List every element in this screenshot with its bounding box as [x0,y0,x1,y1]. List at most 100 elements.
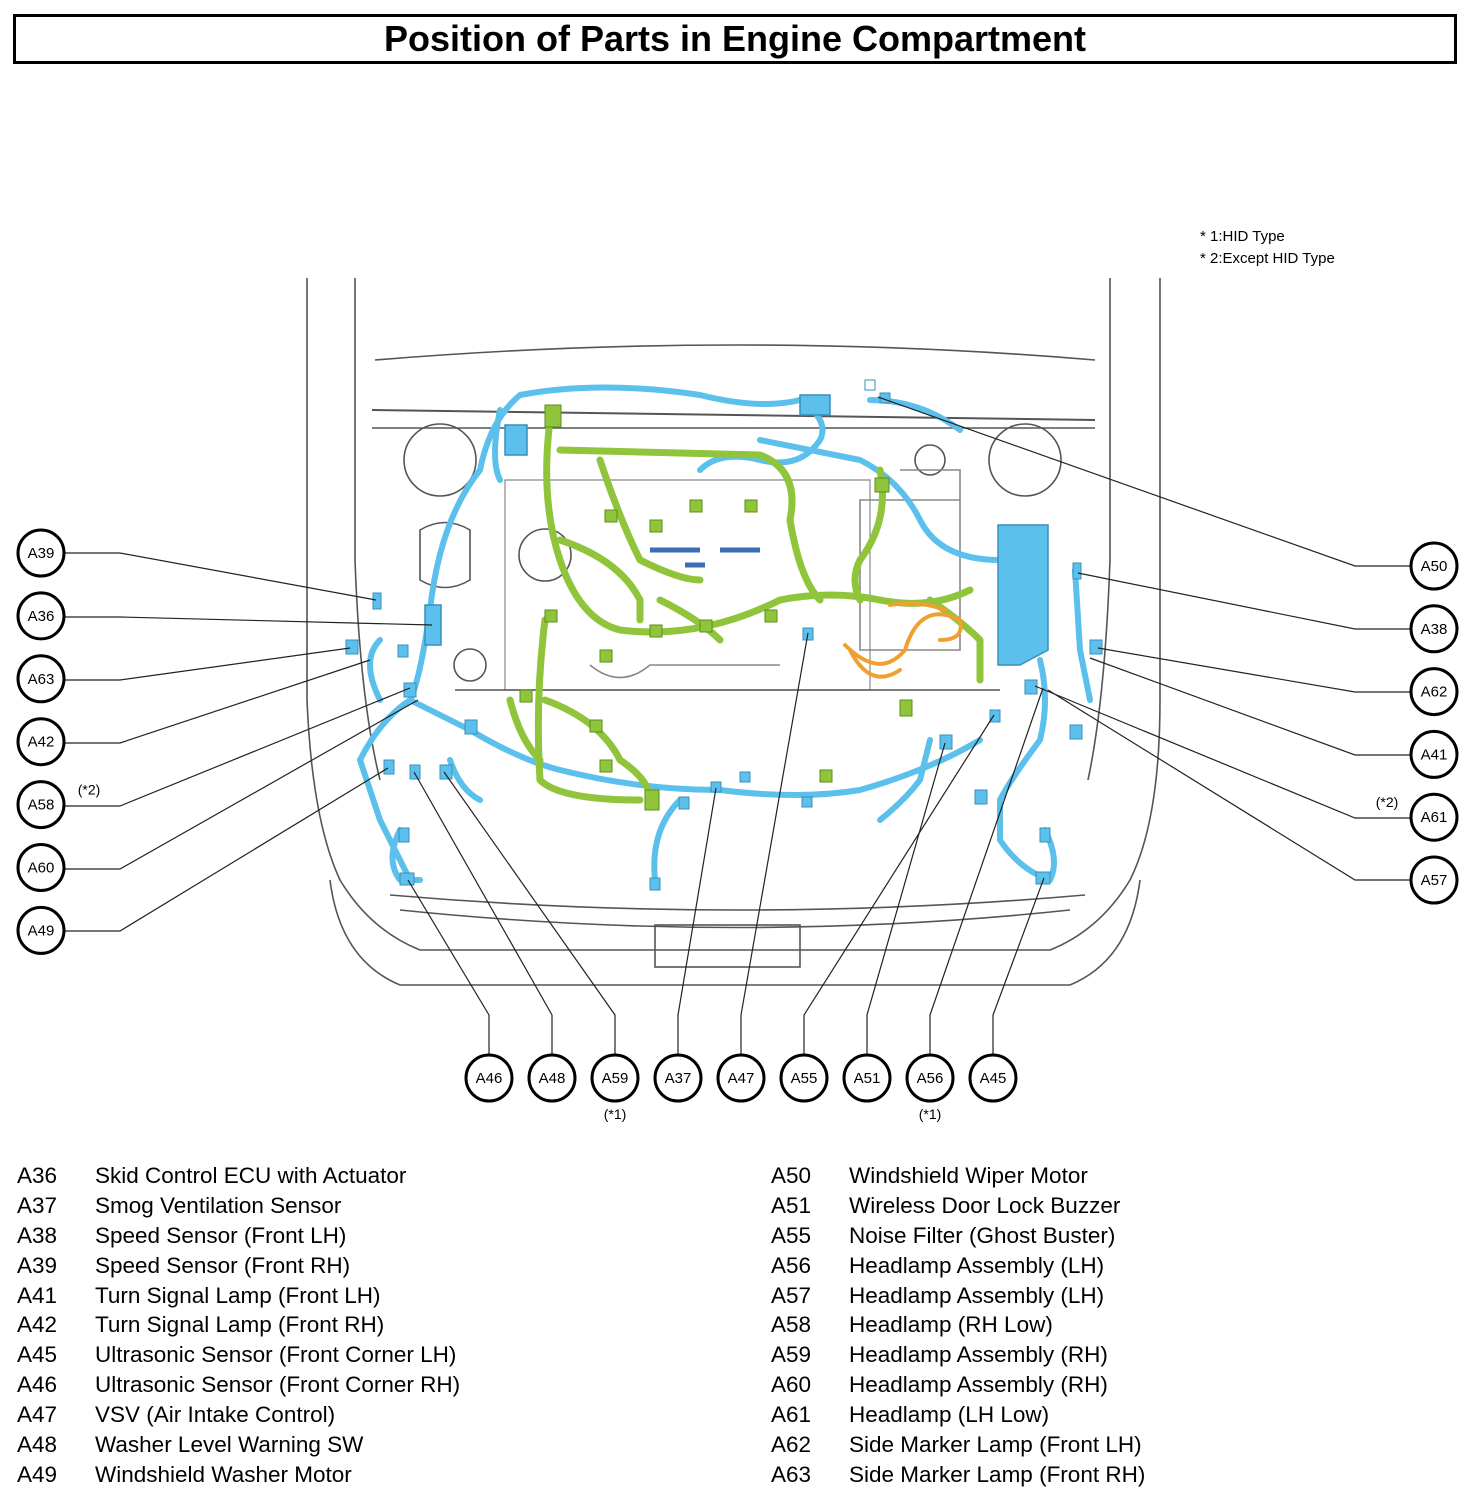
legend-description: Washer Level Warning SW [95,1432,364,1458]
callout-label: A48 [539,1070,566,1087]
legend-code: A50 [771,1163,812,1188]
callout-label: A46 [476,1070,503,1087]
legend-description: Headlamp Assembly (RH) [849,1372,1108,1398]
legend-code: A42 [17,1312,58,1338]
callout-label: A51 [854,1070,881,1087]
callout-label: A55 [791,1070,818,1087]
callout-note: (*2) [78,782,101,798]
callout-circle [1409,604,1459,654]
callout-label: A41 [1421,746,1448,763]
callout-circle [716,1053,766,1103]
callout-circle [527,1053,577,1103]
legend-description: Headlamp Assembly (RH) [849,1342,1108,1368]
callout-circle [1409,667,1459,717]
callout-label: A49 [28,922,55,939]
legend-description: Speed Sensor (Front LH) [95,1222,347,1248]
page-title: Position of Parts in Engine Compartment [383,18,1087,59]
green-harness [506,416,984,804]
legend-description: Side Marker Lamp (Front RH) [849,1461,1146,1487]
callout-a58: A58 (*2) [16,780,101,830]
legend-code: A37 [17,1192,58,1218]
note-except-hid: * 2:Except HID Type [1200,250,1335,267]
legend-code: A55 [771,1222,812,1248]
legend-code: A36 [17,1163,58,1188]
callout-label: A57 [1421,872,1448,889]
callout-label: A59 [602,1070,629,1087]
legend-code: A38 [17,1222,58,1248]
legend-code: A45 [17,1342,58,1368]
legend-description: Turn Signal Lamp (Front RH) [95,1312,385,1338]
blue-block-relay-box [424,394,1049,666]
legend-description: Ultrasonic Sensor (Front Corner RH) [95,1372,461,1398]
blue-harness [357,384,1093,883]
callout-label: A60 [28,860,55,877]
callout-a56: A56 (*1) [905,1053,955,1122]
callout-label: A50 [1421,558,1448,575]
green-connectors [519,404,913,811]
legend-code: A61 [771,1402,812,1428]
legend-code: A51 [771,1192,812,1218]
callout-a59: A59(*1) [590,1053,640,1122]
callout-circle [842,1053,892,1103]
callout-label: A63 [28,671,55,688]
callout-note: (*1) [919,1106,942,1122]
callout-label: A36 [28,608,55,625]
callout-circle [1409,541,1459,591]
callout-a50: A50 [1409,541,1459,591]
callout-a46: A46 [464,1053,514,1103]
callout-circle [779,1053,829,1103]
callout-a49: A49 [16,905,66,955]
legend-code: A46 [17,1372,58,1398]
callout-note: (*2) [1376,794,1399,810]
callout-label: A42 [28,734,55,751]
callout-label: A61 [1421,809,1448,826]
callout-label: A62 [1421,684,1448,701]
callout-a62: A62 [1409,667,1459,717]
callout-circle [16,654,66,704]
orange-harness [843,601,963,679]
callout-circle [16,780,66,830]
callout-label: A39 [28,545,55,562]
notes: * 1:HID Type * 2:Except HID Type [1200,226,1335,270]
callout-circle [16,843,66,892]
legend-description: Side Marker Lamp (Front LH) [849,1432,1142,1458]
legend-code: A41 [17,1282,58,1308]
legend-code: A59 [771,1342,812,1368]
legend-description: Headlamp Assembly (LH) [849,1282,1105,1308]
callout-circle [16,528,66,578]
callout-a37: A37 [653,1053,703,1103]
note-hid: * 1:HID Type [1200,228,1285,245]
callout-a55: A55 [779,1053,829,1103]
callout-a41: A41 [1409,729,1459,779]
callout-a38: A38 [1409,604,1459,654]
legend-description: Noise Filter (Ghost Buster) [849,1222,1116,1248]
callout-a47: A47 [716,1053,766,1103]
callout-a39: A39 [16,528,66,578]
legend-code: A60 [771,1372,812,1398]
legend-code: A48 [17,1432,58,1458]
legend-description: Skid Control ECU with Actuator [95,1163,407,1188]
callout-label: A56 [917,1070,944,1087]
callout-label: A47 [728,1070,755,1087]
legend-code: A47 [17,1402,58,1428]
legend-description: Headlamp (LH Low) [849,1402,1050,1428]
callout-circle [464,1053,514,1103]
callout-a51: A51 [842,1053,892,1103]
legend-description: Headlamp (RH Low) [849,1312,1053,1338]
callout-circle [968,1053,1018,1103]
legend-code: A63 [771,1461,812,1487]
callout-label: A58 [28,797,55,814]
legend-code: A49 [17,1461,58,1487]
callout-label: A37 [665,1070,692,1087]
legend-code: A62 [771,1432,812,1458]
legend-code: A57 [771,1282,812,1308]
callout-circle [16,717,66,767]
callout-a36: A36 [16,591,66,641]
dark-blue-harness [650,547,760,568]
callout-circle [905,1053,955,1103]
blue-connectors [345,379,1103,891]
callout-circle [653,1053,703,1103]
callout-a63: A63 [16,654,66,704]
callout-circle [1409,792,1459,842]
